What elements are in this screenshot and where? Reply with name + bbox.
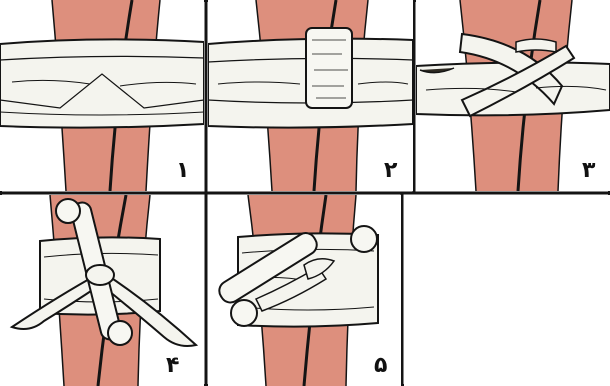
step-3-number: ۳ [582,160,595,182]
step-2-illustration [208,0,413,191]
step-4-number: ۴ [166,355,179,377]
step-3-panel: ۳ [416,0,610,191]
step-2-panel: ۲ [208,0,413,191]
step-5-illustration [208,195,401,386]
step-1-illustration [0,0,204,191]
step-2-number: ۲ [384,160,397,182]
empty-panel [404,195,610,386]
step-3-illustration [416,0,610,191]
step-4-panel: ۴ [0,195,204,386]
step-1-number: ۱ [176,160,189,182]
step-5-panel: ۵ [208,195,401,386]
step-5-number: ۵ [374,355,387,377]
step-1-panel: ۱ [0,0,204,191]
